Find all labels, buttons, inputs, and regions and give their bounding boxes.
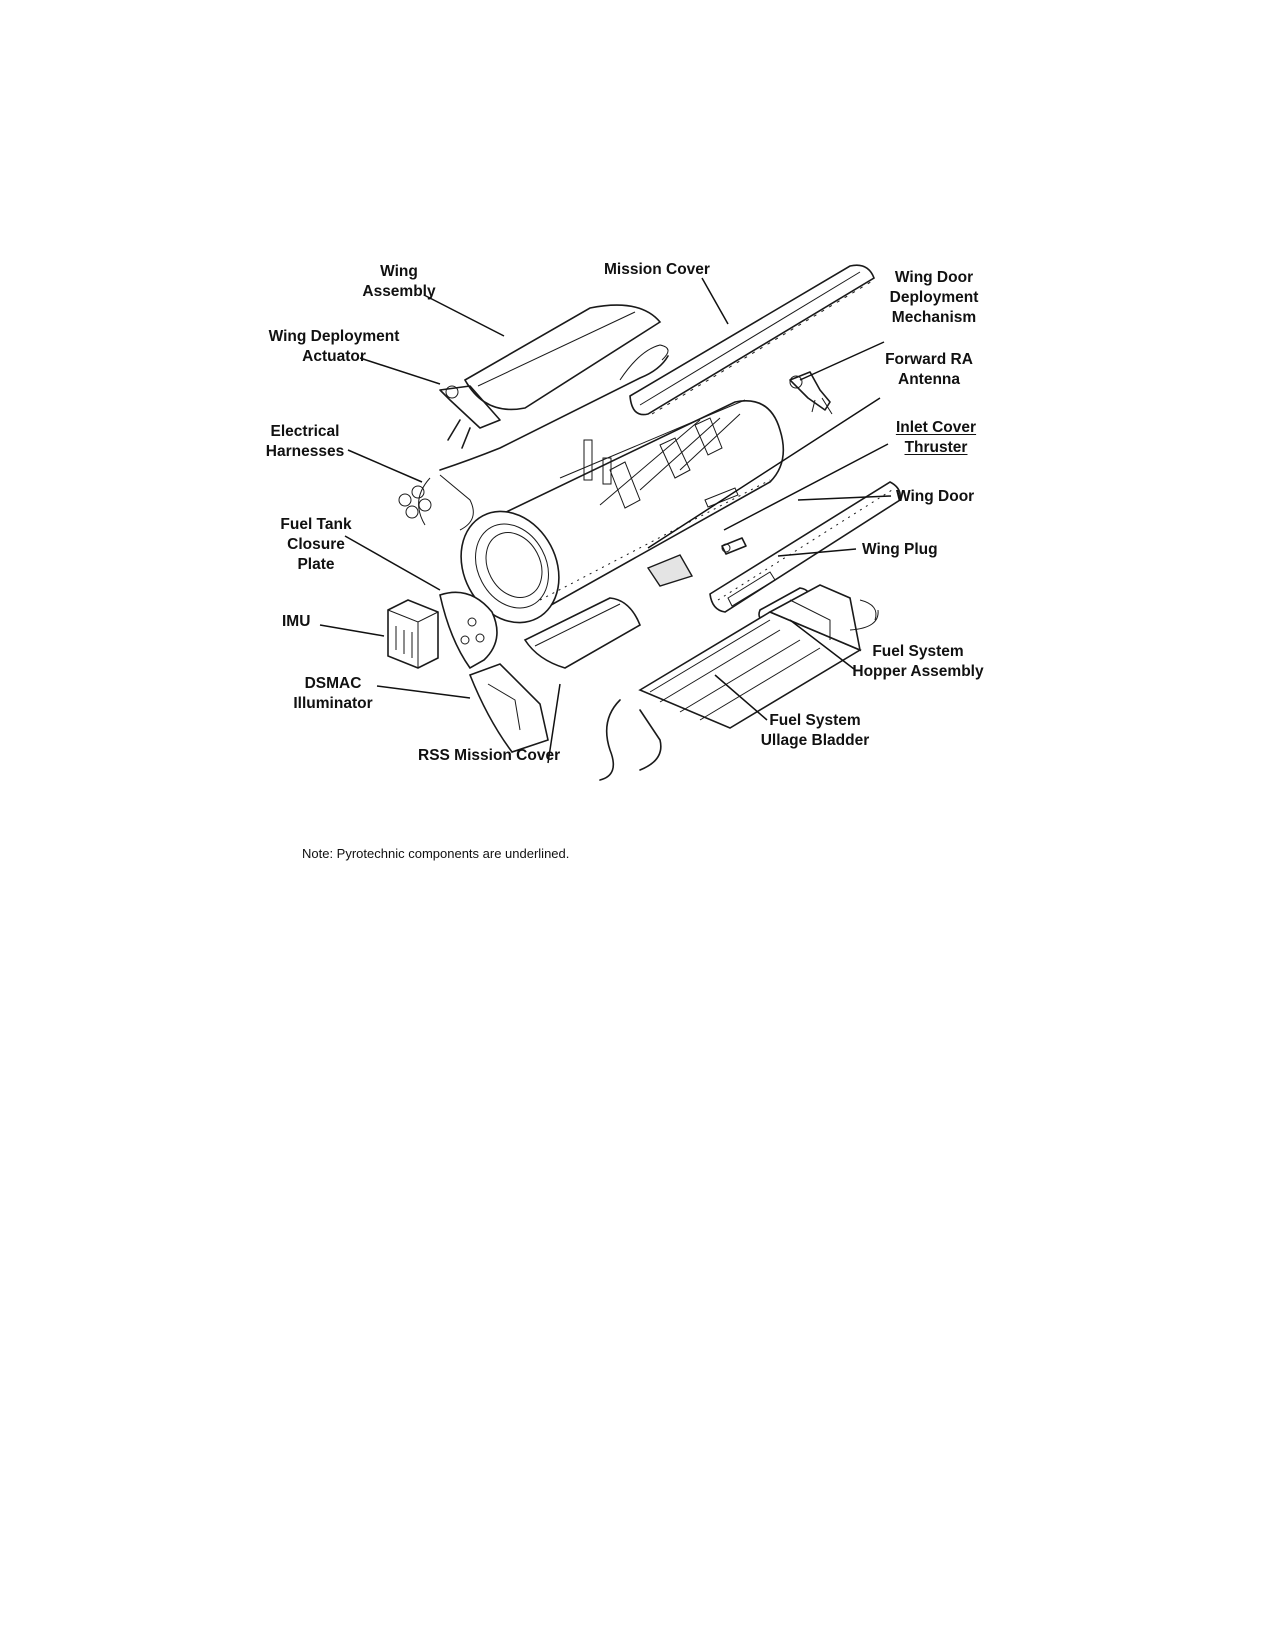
label-line: IMU [282,613,311,630]
label-forward-ra-antenna: Forward RA Antenna [874,350,984,390]
label-line: Illuminator [293,695,373,712]
label-line: Wing [380,263,418,280]
wing-door-deployment-mechanism-part [789,371,833,415]
label-line: Mechanism [891,309,977,326]
dsmac-illuminator-part [468,663,549,753]
label-rss-mission-cover: RSS Mission Cover [418,746,560,766]
fuel-system-part [599,584,879,781]
label-fuel-tank-closure-plate: Fuel Tank Closure Plate [268,515,364,575]
wing-assembly-part [463,304,662,411]
label-line: Hopper Assembly [852,663,984,680]
label-line: Wing Deployment [268,328,400,345]
leader-lines [319,277,892,764]
label-wing-door: Wing Door [896,487,974,507]
label-inlet-cover-thruster: Inlet Cover Thruster [880,418,992,458]
label-line: Electrical [270,423,340,440]
pyrotechnic-note: Note: Pyrotechnic components are underli… [302,846,570,861]
label-fuel-system-hopper-assembly: Fuel System Hopper Assembly [848,642,988,682]
label-line: Fuel System [769,712,861,729]
label-wing-door-deployment-mechanism: Wing Door Deployment Mechanism [878,268,990,328]
label-wing-plug: Wing Plug [862,540,938,560]
inlet-cover-thruster-part [721,537,747,555]
label-electrical-harnesses: Electrical Harnesses [258,422,352,462]
label-line: Actuator [302,348,366,365]
label-line: Inlet Cover [895,419,977,436]
label-dsmac-illuminator: DSMAC Illuminator [288,674,378,714]
label-line: Deployment [889,289,979,306]
electrical-harnesses-part [398,344,669,531]
label-line: Fuel System [872,643,964,660]
fuel-tank-closure-plate-part [439,591,498,670]
imu-part [387,599,439,669]
label-line: DSMAC [304,675,362,692]
label-line: Plate [297,556,335,573]
rss-mission-cover-part [523,597,642,669]
label-fuel-system-ullage-bladder: Fuel System Ullage Bladder [756,711,874,751]
label-line: Forward RA [885,351,973,368]
label-line: Assembly [362,283,436,300]
label-line: Ullage Bladder [760,732,870,749]
wing-deployment-actuator-part [439,385,501,449]
label-mission-cover: Mission Cover [604,260,710,280]
label-line: Wing Door [894,269,974,286]
label-line: Thruster [904,439,968,456]
label-wing-assembly: Wing Assembly [354,262,444,302]
label-line: Harnesses [265,443,345,460]
label-line: RSS Mission Cover [418,747,561,764]
forward-ra-antenna-part [646,554,694,587]
label-line: Closure [287,536,345,553]
label-line: Fuel Tank [280,516,352,533]
label-line: Wing Door [896,488,975,505]
label-imu: IMU [282,612,310,632]
mission-cover-part [629,264,875,416]
label-wing-deployment-actuator: Wing Deployment Actuator [264,327,404,367]
label-line: Mission Cover [604,261,710,278]
label-line: Antenna [898,371,960,388]
label-line: Wing Plug [862,541,938,558]
wing-door-part [709,481,902,613]
fuselage-body-part [460,399,785,624]
